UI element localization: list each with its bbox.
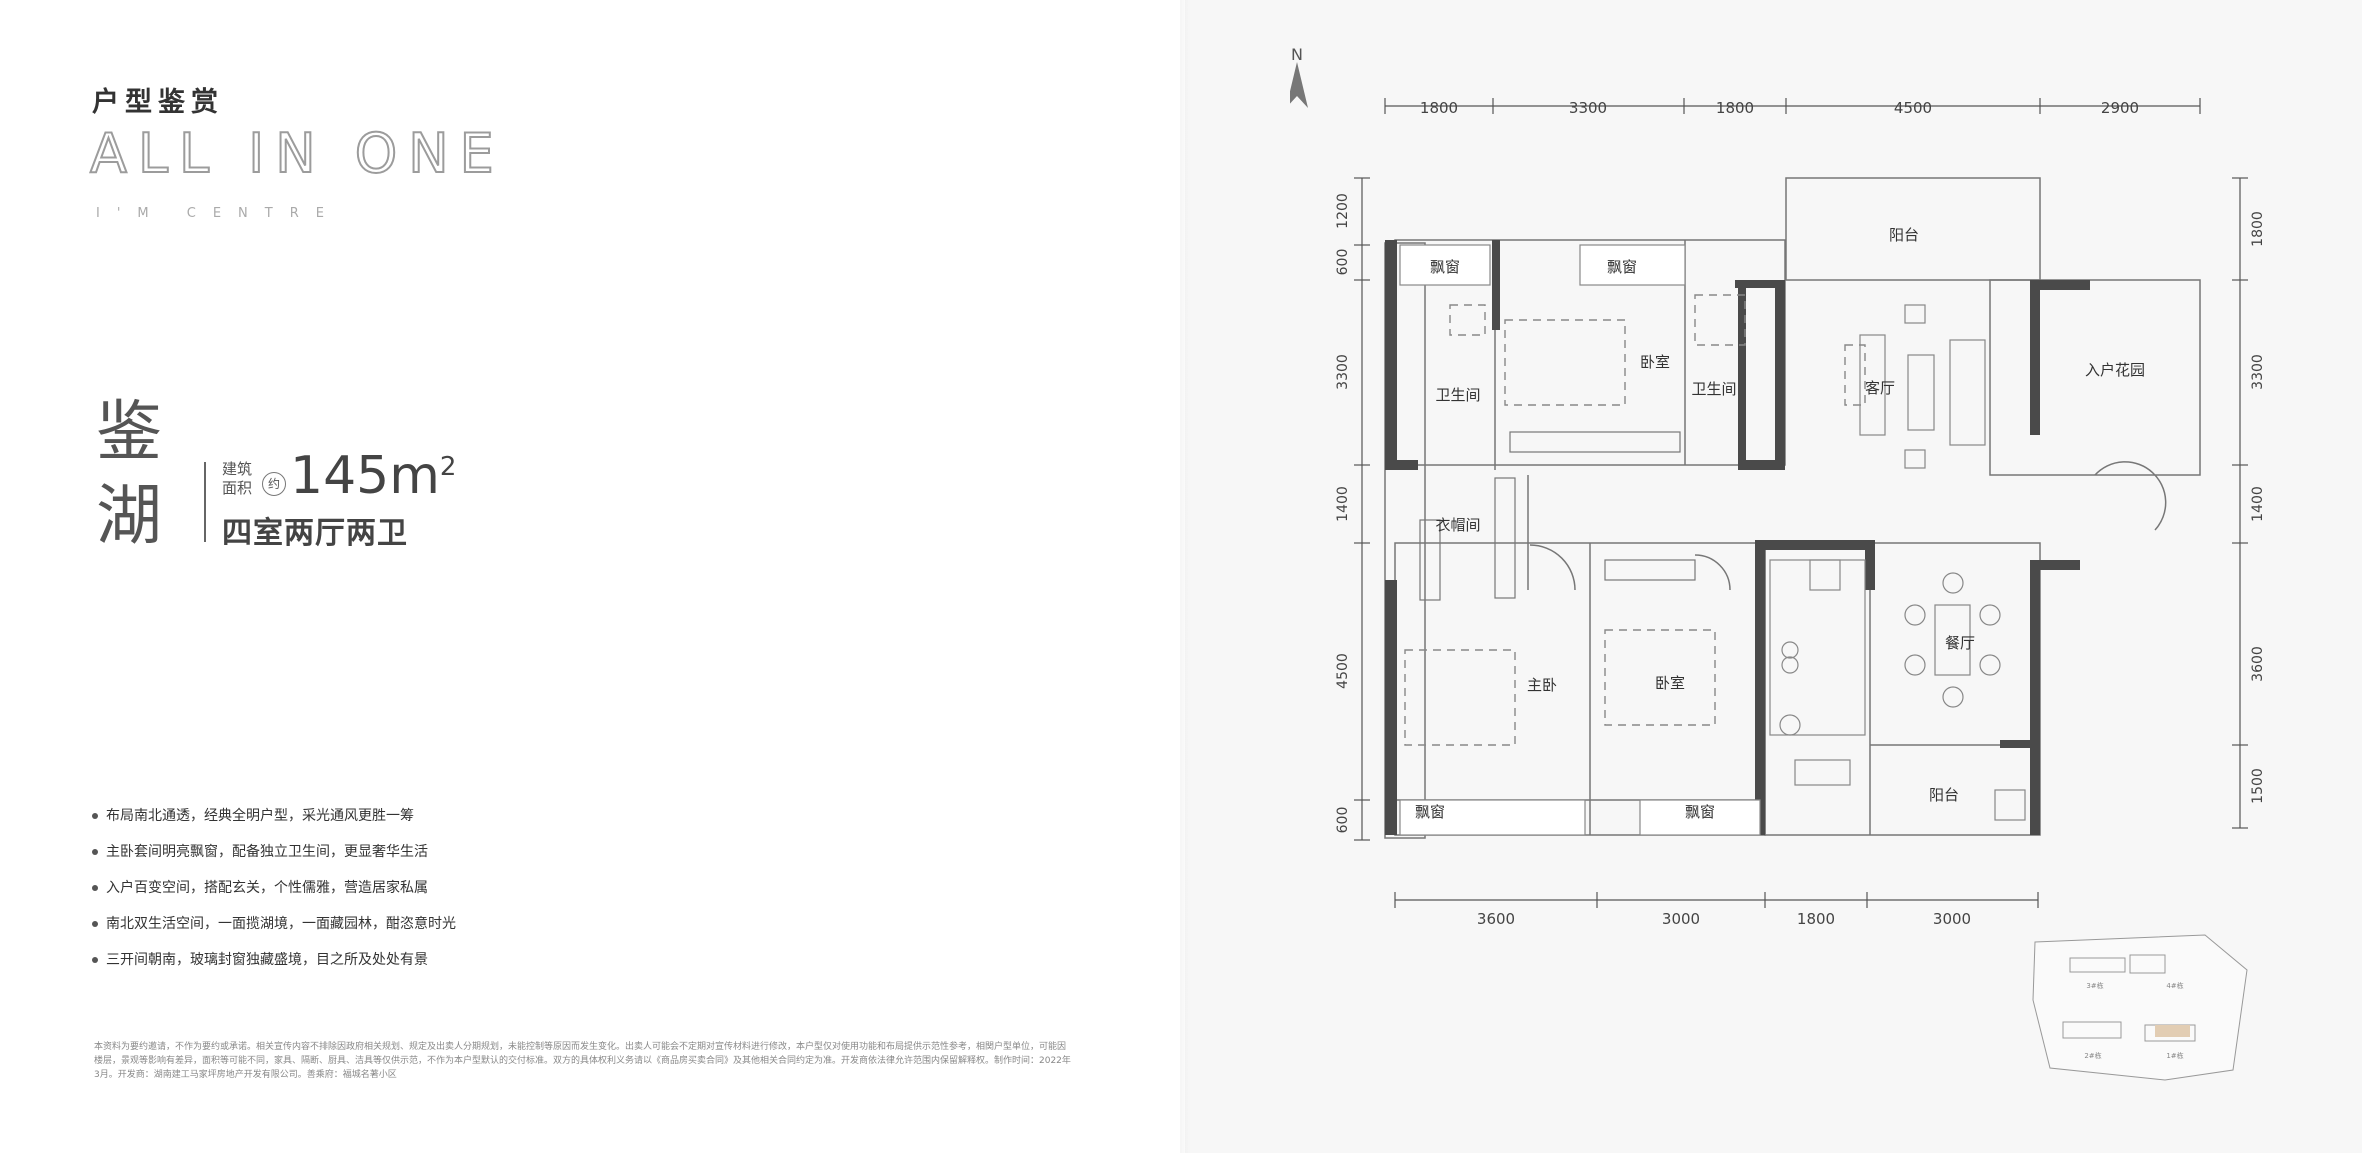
dimension-label: 1800 (1797, 910, 1835, 928)
feature-item: 南北双生活空间，一面揽湖境，一面藏园林，酣恣意时光 (92, 914, 456, 950)
feature-item: 三开间朝南，玻璃封窗独藏盛境，目之所及处处有景 (92, 950, 456, 986)
dimension-label: 1400 (2250, 486, 2266, 522)
room-label: 飘窗 (1607, 258, 1637, 276)
dimension-label: 1800 (2250, 211, 2266, 247)
dimension-label: 3000 (1933, 910, 1971, 928)
minimap-label: 2#栋 (2084, 1051, 2101, 1060)
area-label-line: 建筑 (222, 460, 253, 478)
room-label: 飘窗 (1430, 258, 1460, 276)
unit-name-char: 湖 (96, 477, 162, 554)
dimension-label: 1200 (1335, 193, 1351, 229)
dimension-label: 3300 (2250, 354, 2266, 390)
minimap-label: 4#栋 (2166, 981, 2183, 990)
room-label: 餐厅 (1945, 634, 1975, 652)
area-label: 建筑 面积 (222, 460, 262, 498)
feature-item: 布局南北通透，经典全明户型，采光通风更胜一筹 (92, 806, 456, 842)
dimension-label: 1800 (1716, 99, 1754, 117)
room-label: 卧室 (1640, 353, 1670, 371)
dimension-left (1354, 177, 1370, 841)
dimension-label: 1500 (2250, 768, 2266, 804)
plan-outline (1384, 177, 2201, 839)
dimension-label: 1800 (1420, 99, 1458, 117)
left-page: 户型鉴赏 ALL IN ONE I'M CENTRE 鉴 湖 建筑 面积 约 1… (89, 87, 1071, 1080)
feature-item: 主卧套间明亮飘窗，配备独立卫生间，更显奢华生活 (92, 842, 456, 878)
dimension-top (1384, 98, 2201, 114)
minimap-label: 1#栋 (2166, 1051, 2183, 1060)
room-label: 卫生间 (1691, 380, 1736, 398)
room-label: 入户花园 (2085, 361, 2145, 379)
approx-badge: 约 (262, 472, 286, 496)
dimension-label: 3300 (1569, 99, 1607, 117)
unit-name-char: 鉴 (96, 393, 162, 470)
furniture (1404, 294, 1866, 746)
living-furniture (1769, 304, 2026, 821)
dimension-label: 3600 (2250, 646, 2266, 682)
minimap-label: 3#栋 (2086, 981, 2103, 990)
brand-title: ALL IN ONE (89, 121, 505, 186)
dimension-label: 600 (1335, 249, 1351, 276)
compass-label: N (1291, 45, 1303, 64)
section-title: 户型鉴赏 (92, 87, 224, 118)
disclaimer: 本资料为要约邀请，不作为要约或承诺。相关宣传内容不排除因政府相关规划、规定及出卖… (94, 1042, 1071, 1080)
dimension-bottom (1394, 892, 2039, 908)
dimension-label: 3300 (1335, 354, 1351, 390)
dimension-label: 1400 (1335, 486, 1351, 522)
dimension-right (2232, 177, 2248, 829)
page-fold (1180, 0, 1190, 1153)
room-label: 衣帽间 (1435, 516, 1480, 534)
dimension-label: 4500 (1335, 653, 1351, 689)
area-number: 145m (290, 446, 440, 506)
area-value: 145m2 (290, 446, 456, 506)
room-label: 飘窗 (1685, 803, 1715, 821)
feature-item: 入户百变空间，搭配玄关，个性儒雅，营造居家私属 (92, 878, 456, 914)
room-label: 主卧 (1527, 676, 1557, 694)
room-label: 阳台 (1929, 786, 1959, 804)
dimension-label: 3600 (1477, 910, 1515, 928)
unit-name: 鉴 湖 (96, 390, 166, 558)
room-label: 飘窗 (1415, 803, 1445, 821)
brand-subtitle: I'M CENTRE (96, 206, 341, 221)
room-label: 卫生间 (1435, 386, 1480, 404)
area-label-line: 面积 (222, 479, 253, 497)
room-label: 阳台 (1889, 226, 1919, 244)
bay-windows (1399, 244, 1761, 836)
walls (1385, 240, 2090, 835)
site-key-plan: 3#栋 4#栋 2#栋 1#栋 (2032, 934, 2248, 1081)
dimension-label: 2900 (2101, 99, 2139, 117)
dimension-label: 3000 (1662, 910, 1700, 928)
feature-list: 布局南北通透，经典全明户型，采光通风更胜一筹 主卧套间明亮飘窗，配备独立卫生间，… (92, 806, 456, 986)
room-label: 卧室 (1655, 674, 1685, 692)
area-unit-sup: 2 (439, 452, 457, 482)
compass-icon: N (1290, 45, 1308, 108)
floor-plan: N 1800 3300 1800 4500 2900 3600 3000 180… (1290, 45, 2266, 928)
dimension-label: 4500 (1894, 99, 1932, 117)
room-label: 客厅 (1865, 379, 1895, 397)
wardrobes (1419, 431, 1696, 601)
divider (204, 462, 206, 542)
layout-type: 四室两厅两卫 (222, 516, 408, 551)
dimension-label: 600 (1335, 807, 1351, 834)
